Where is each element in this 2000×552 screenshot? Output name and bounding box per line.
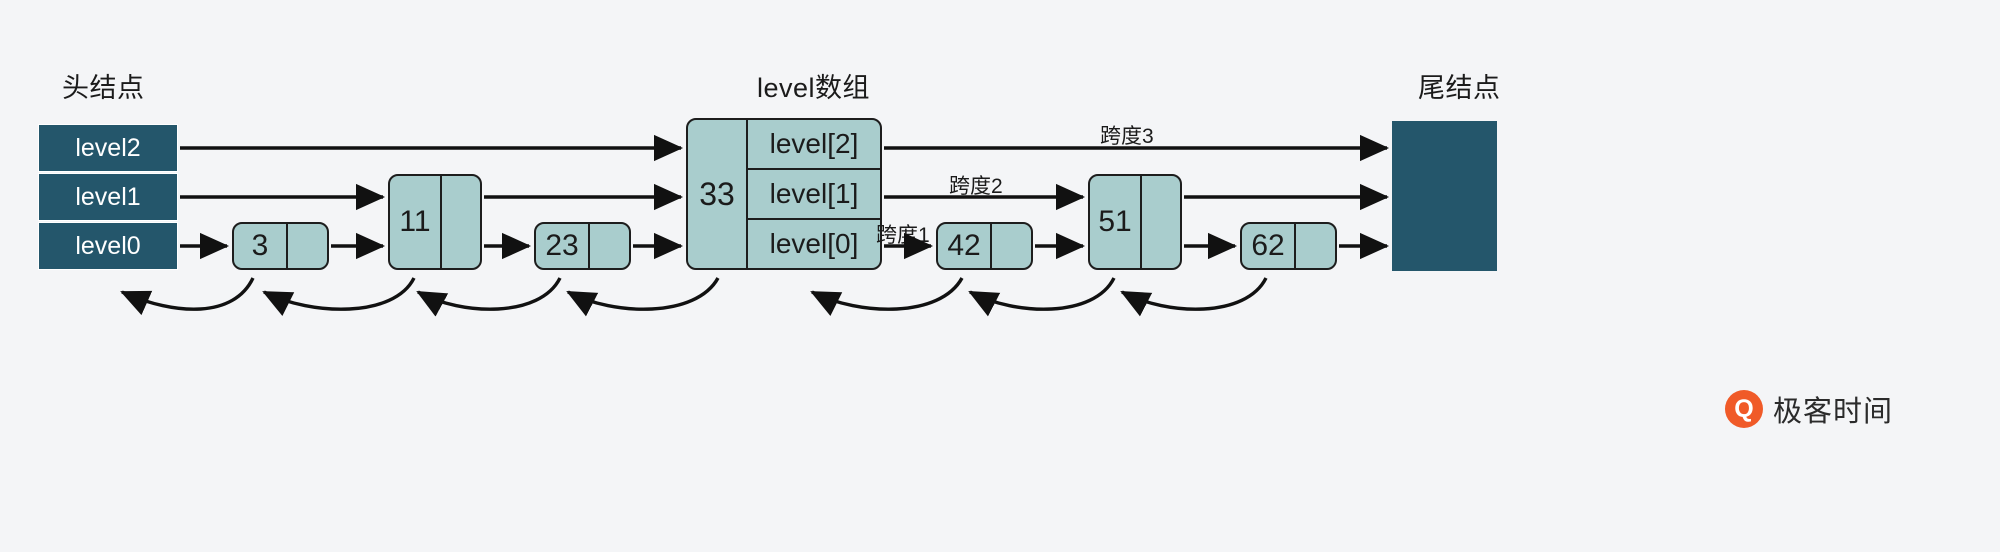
span-label-1: 跨度1	[876, 224, 930, 247]
node-23-pointer	[588, 224, 629, 268]
node-23: 23	[534, 222, 631, 270]
caption-head-node: 头结点	[62, 73, 145, 103]
arrow-backward-3-to-head	[120, 277, 255, 316]
node-3-pointer	[286, 224, 327, 268]
head-node-level0: level0	[38, 222, 178, 270]
span-label-2: 跨度2	[949, 175, 1003, 198]
node-62-value: 62	[1251, 229, 1285, 262]
head-node-level2: level2	[38, 124, 178, 172]
node-11: 11	[388, 174, 482, 270]
arrow-backward-23-to-11	[416, 277, 562, 317]
node-23-value: 23	[545, 229, 579, 262]
node-33-levels: level[2] level[1] level[0]	[746, 120, 880, 268]
node-11-pointers	[440, 176, 442, 268]
node-33-level-1: level[1]	[748, 168, 880, 218]
arrow-backward-51-to-42	[968, 277, 1116, 317]
node-11-value: 11	[399, 205, 431, 238]
node-42-pointer	[990, 224, 1031, 268]
node-33-level-array: 33 level[2] level[1] level[0]	[686, 118, 882, 270]
arrow-backward-62-to-51	[1120, 277, 1268, 317]
head-node-level1: level1	[38, 173, 178, 221]
tail-node	[1392, 121, 1497, 271]
node-62: 62	[1240, 222, 1337, 270]
node-33-level-2: level[2]	[769, 128, 859, 159]
arrow-backward-33-to-23	[566, 277, 720, 317]
node-33-level-0: level[0]	[748, 218, 880, 268]
arrow-backward-11-to-3	[262, 277, 416, 317]
watermark: Q 极客时间	[1724, 388, 1893, 430]
node-3-value: 3	[251, 229, 269, 262]
node-62-pointer	[1294, 224, 1335, 268]
node-51-pointers	[1140, 176, 1142, 268]
arrow-backward-42-to-33	[810, 277, 964, 317]
caption-level-array: level数组	[757, 73, 871, 103]
node-42: 42	[936, 222, 1033, 270]
node-42-value: 42	[947, 229, 981, 262]
node-51: 51	[1088, 174, 1182, 270]
node-3: 3	[232, 222, 329, 270]
watermark-label: 极客时间	[1772, 396, 1893, 428]
node-33-value: 33	[699, 175, 735, 212]
caption-tail-node: 尾结点	[1418, 73, 1501, 103]
span-label-3: 跨度3	[1100, 125, 1154, 148]
geekbang-logo-icon: Q	[1724, 390, 1763, 428]
node-51-value: 51	[1098, 205, 1132, 238]
